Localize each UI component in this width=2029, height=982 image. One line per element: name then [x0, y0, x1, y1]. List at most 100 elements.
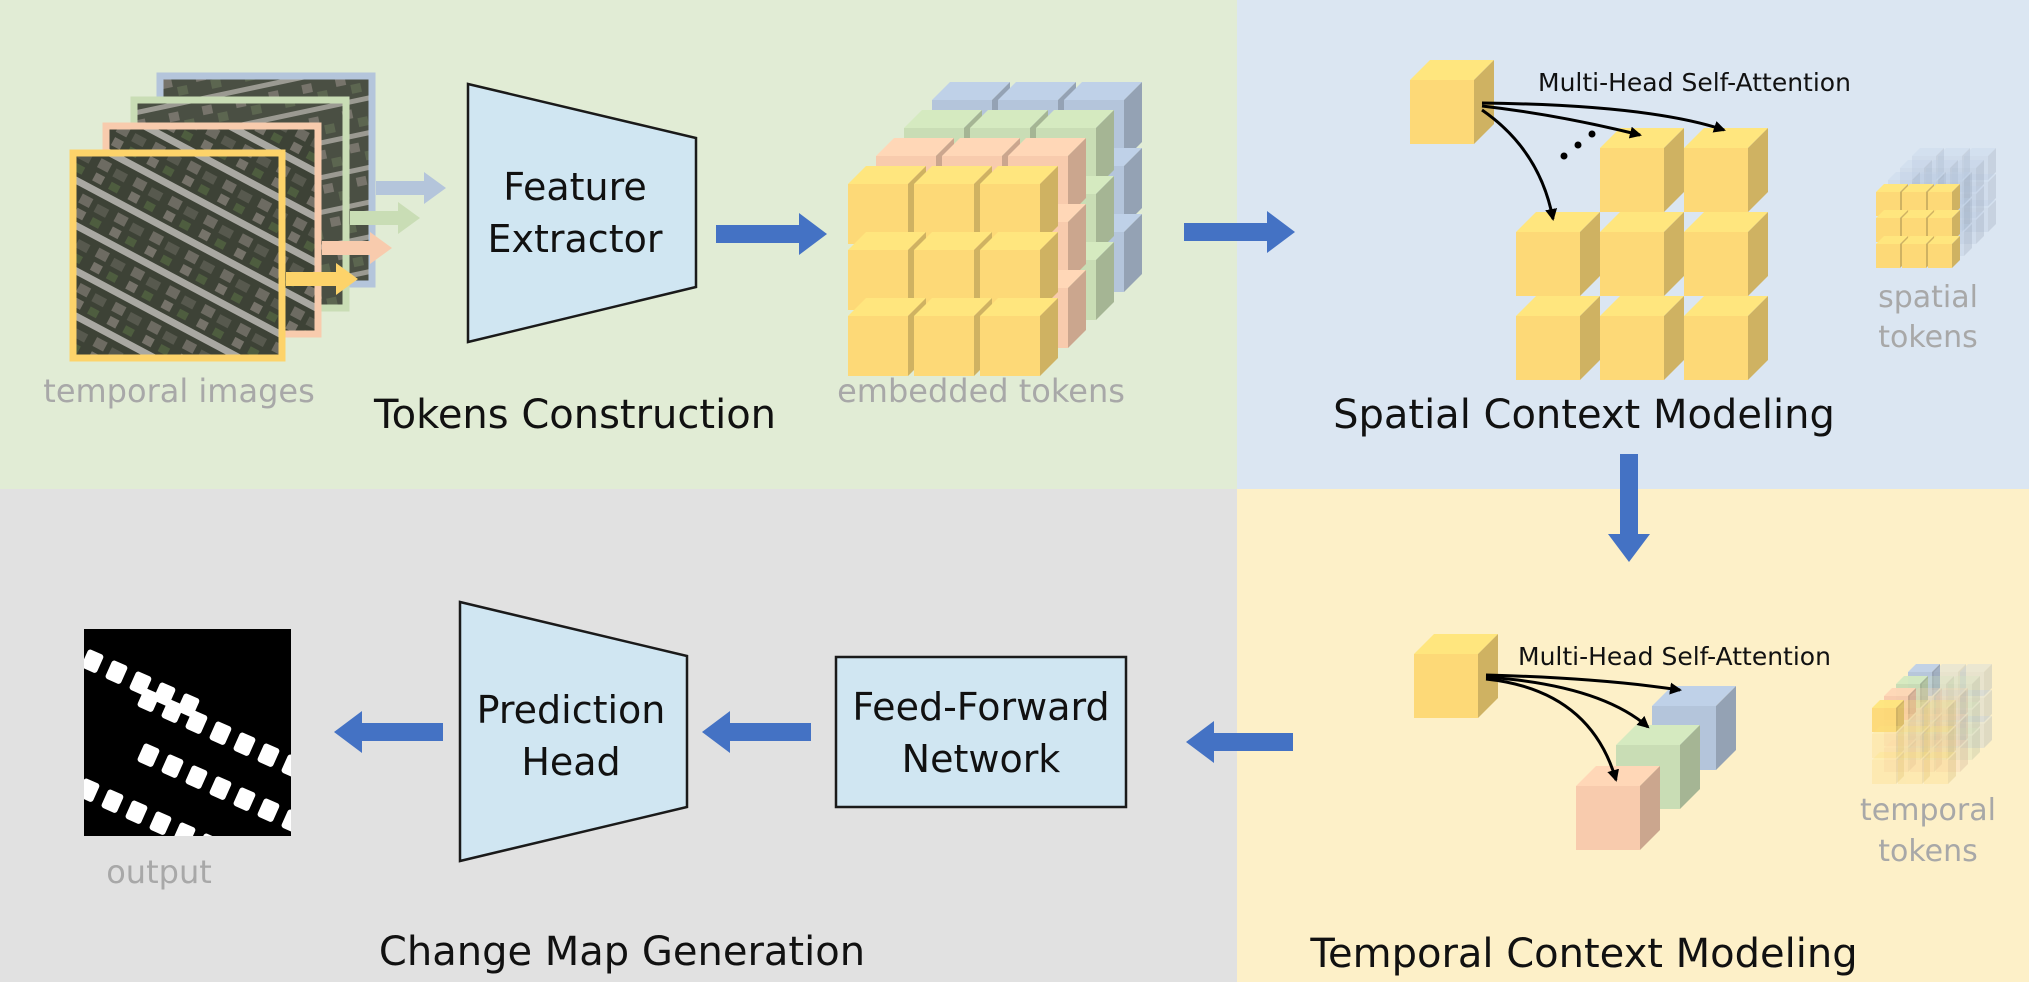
- arrow-to-prediction-head: [702, 711, 811, 753]
- temporal-mini-token: [1936, 740, 1968, 772]
- temporal-tokens-mini-grid: [1872, 664, 1992, 784]
- changed-building-blob: [173, 822, 196, 836]
- spatial-attn-arrow-1: [1481, 104, 1642, 139]
- output-change-map: [84, 629, 291, 836]
- arrow-to-spatial-context: [1184, 211, 1295, 253]
- changed-building-blob: [257, 798, 280, 822]
- spatial-attention-arrows: [1481, 101, 1726, 221]
- temporal-mini-token: [1924, 726, 1956, 758]
- changed-building-blob: [185, 710, 208, 734]
- prediction-head-line1: Prediction: [477, 688, 666, 732]
- spatial-context-title: Spatial Context Modeling: [1333, 392, 1835, 438]
- changed-building-blob: [161, 754, 184, 778]
- temporal-tokens-label-2: tokens: [1878, 834, 1978, 869]
- changed-building-blob: [137, 743, 160, 767]
- changed-building-blob: [185, 765, 208, 789]
- temporal-mini-token: [1960, 690, 1992, 722]
- temporal-mini-token: [1934, 690, 1966, 722]
- tokens-construction-title: Tokens Construction: [373, 392, 776, 438]
- temporal-attn-arrow-3: [1485, 677, 1619, 782]
- temporal-mini-token: [1924, 700, 1956, 732]
- spatial-tokens-mini-grid: [1876, 148, 1996, 268]
- spatial-key-token: [1600, 212, 1684, 296]
- temporal-mini-token: [1960, 716, 1992, 748]
- spatial-key-token: [1684, 296, 1768, 380]
- ellipsis-dot-2: [1574, 141, 1582, 149]
- temporal-attention-tokens: [1414, 634, 1736, 850]
- temporal-mini-token: [1934, 664, 1966, 696]
- changed-building-blob: [161, 699, 184, 723]
- output-label: output: [106, 853, 212, 891]
- spatial-mini-token: [1938, 148, 1970, 180]
- embedded-token-cube: [914, 298, 992, 376]
- temporal-mini-token: [1898, 726, 1930, 758]
- changed-building-blob: [84, 649, 104, 673]
- temporal-attention-arrows: [1485, 673, 1682, 782]
- changed-building-blob: [233, 787, 256, 811]
- changed-building-blob: [149, 811, 172, 835]
- changed-building-blob: [209, 721, 232, 745]
- arrow-to-feed-forward: [1186, 721, 1293, 763]
- spatial-tokens-label-1: spatial: [1878, 280, 1978, 315]
- temporal-mini-token: [1948, 702, 1980, 734]
- changed-building-blob: [125, 800, 148, 824]
- temporal-mini-token: [1934, 716, 1966, 748]
- changed-building-blob: [281, 754, 291, 778]
- temporal-tokens-label-1: temporal: [1860, 793, 1996, 828]
- temporal-mini-token: [1948, 728, 1980, 760]
- spatial-key-token: [1600, 296, 1684, 380]
- image-arrow-orange: [322, 232, 392, 264]
- temporal-mini-token: [1910, 740, 1942, 772]
- spatial-key-token: [1684, 128, 1768, 212]
- temporal-key-token: [1576, 766, 1660, 850]
- spatial-key-token: [1516, 296, 1600, 380]
- spatial-mini-token: [1912, 148, 1944, 180]
- temporal-mini-token: [1898, 752, 1930, 784]
- feature-extractor-line2: Extractor: [488, 217, 663, 261]
- feature-extractor-block: [466, 82, 698, 344]
- temporal-image-1: [69, 149, 286, 362]
- spatial-attn-arrow-2: [1481, 101, 1726, 133]
- prediction-head-block: [458, 600, 689, 863]
- changed-building-blob: [209, 776, 232, 800]
- temporal-mini-token: [1908, 716, 1940, 748]
- temporal-attn-arrow-1: [1485, 673, 1682, 695]
- change-map-title: Change Map Generation: [379, 929, 865, 975]
- image-arrow-blue: [376, 172, 446, 204]
- feed-forward-line1: Feed-Forward: [852, 685, 1109, 729]
- temporal-context-title: Temporal Context Modeling: [1309, 931, 1857, 977]
- feed-forward-block: [834, 655, 1128, 809]
- temporal-images-label: temporal images: [43, 372, 314, 410]
- temporal-mini-token: [1910, 714, 1942, 746]
- image-arrow-yellow: [286, 263, 358, 295]
- feed-forward-line2: Network: [902, 737, 1061, 781]
- changed-building-blob: [257, 743, 280, 767]
- changed-building-blob: [101, 789, 124, 813]
- image-arrow-green: [350, 202, 420, 234]
- ellipsis-dot-3: [1588, 130, 1596, 138]
- temporal-mini-token: [1924, 752, 1956, 784]
- changed-building-blob: [233, 732, 256, 756]
- changed-building-blob: [84, 778, 100, 802]
- embedded-tokens-label: embedded tokens: [837, 372, 1125, 410]
- spatial-key-token: [1516, 212, 1600, 296]
- temporal-mini-token: [1922, 702, 1954, 734]
- spatial-mini-token: [1964, 174, 1996, 206]
- temporal-mini-token: [1960, 664, 1992, 696]
- spatial-attention-tokens: [1410, 60, 1768, 380]
- temporal-mini-token: [1898, 700, 1930, 732]
- temporal-mini-token: [1872, 752, 1904, 784]
- temporal-mini-token: [1936, 714, 1968, 746]
- arrow-to-temporal-context: [1608, 454, 1650, 562]
- changed-building-blob: [105, 660, 128, 684]
- temporal-mini-token: [1872, 726, 1904, 758]
- spatial-query-token: [1410, 60, 1494, 144]
- spatial-tokens-label-2: tokens: [1878, 320, 1978, 355]
- temporal-mini-token: [1872, 700, 1904, 732]
- temporal-mini-token: [1922, 728, 1954, 760]
- temporal-mini-token: [1936, 688, 1968, 720]
- changed-building-blob: [281, 809, 291, 833]
- embedded-tokens-grid: [848, 82, 1142, 376]
- temporal-mini-token: [1910, 688, 1942, 720]
